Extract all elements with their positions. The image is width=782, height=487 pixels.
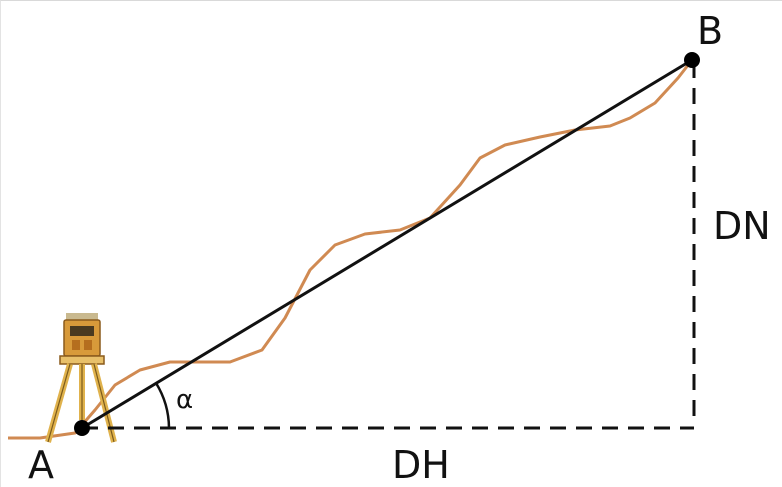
point-b-label: B [697, 9, 724, 53]
angle-arc [154, 382, 171, 429]
point-a-marker [74, 420, 90, 436]
total-station-tripod-icon [45, 313, 117, 443]
vertical-distance-label: DN [713, 204, 771, 248]
point-b-marker [684, 52, 700, 68]
angle-label: α [176, 385, 194, 415]
point-a-label: A [28, 443, 54, 487]
line-of-sight [81, 58, 693, 430]
horizontal-distance-label: DH [392, 443, 450, 487]
terrain-profile [8, 59, 694, 440]
